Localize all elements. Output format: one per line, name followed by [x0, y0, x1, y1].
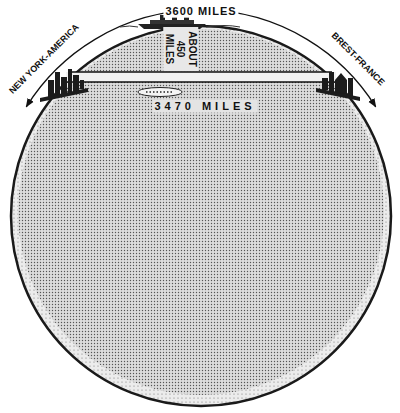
- chord-line: [62, 81, 340, 82]
- tunnel-band: [66, 72, 336, 82]
- brest-buildings: [316, 72, 360, 101]
- chord-distance-label: 3470 MILES: [152, 100, 257, 113]
- depth-dimension-label: ABOUT 450 MILES: [164, 27, 199, 71]
- earth-rim: [11, 26, 391, 406]
- train-dots: [146, 91, 174, 93]
- chord-line: [70, 71, 332, 72]
- arc-distance-label: 3600 MILES: [163, 5, 238, 18]
- new-york-skyline: [40, 69, 88, 102]
- earth-interior: [18, 29, 384, 395]
- earth-outline: [11, 26, 391, 406]
- train-oval: [138, 88, 182, 97]
- city-label: BREST-FRANCE: [329, 30, 386, 87]
- surface-arc: [26, 10, 375, 107]
- city-label: NEW YORK-AMERICA: [7, 22, 81, 96]
